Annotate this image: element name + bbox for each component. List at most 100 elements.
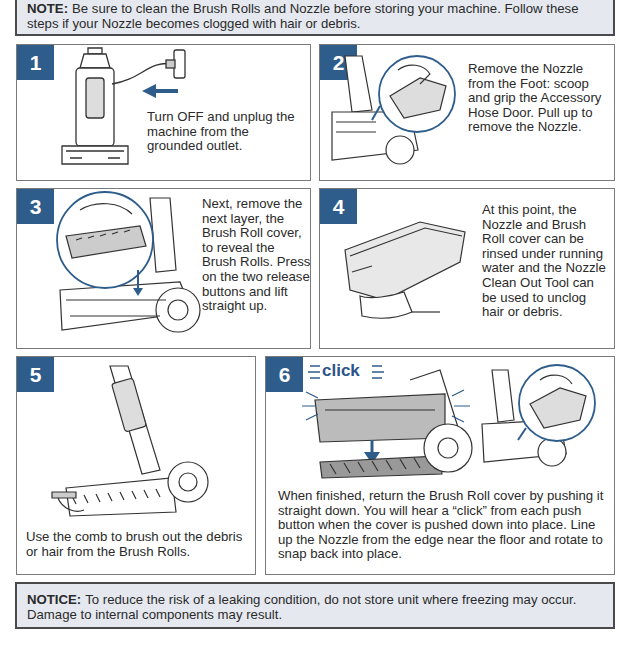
vacuum-brush-cover — [60, 282, 192, 330]
note-box: NOTE:Be sure to clean the Brush Rolls an… — [15, 0, 615, 36]
cover-install — [424, 424, 472, 472]
note-heading: NOTE: — [27, 1, 68, 16]
vacuum-nozzle-snap — [492, 370, 514, 422]
vacuum-nozzle-snap — [482, 365, 595, 466]
arrow-symbol — [142, 84, 156, 98]
vacuum-nozzle-removal — [390, 78, 446, 118]
vacuum-comb — [168, 462, 208, 502]
vacuum-brush-cover — [76, 230, 130, 240]
vacuum-nozzle-snap — [540, 375, 572, 384]
step-panel: When finished, return the Brush Roll cov… — [265, 356, 615, 575]
vacuum-comb — [66, 478, 176, 516]
vacuum-nozzle-snap — [482, 420, 566, 462]
step-number: 1 — [17, 45, 54, 80]
step-text: Use the comb to brush out the debris or … — [26, 530, 254, 559]
nozzle-part — [345, 222, 465, 300]
step-text: Next, remove the next layer, the Brush R… — [202, 197, 312, 314]
cover-install — [302, 390, 470, 422]
vacuum-brush-cover — [57, 192, 153, 288]
body-text: To reduce the risk of a leaking conditio… — [27, 592, 576, 622]
step-number: 4 — [320, 189, 357, 224]
body-text: 1 — [30, 51, 42, 75]
vacuum-brush-cover — [133, 288, 143, 296]
vacuum-comb — [52, 366, 208, 516]
vacuum-nozzle-removal — [332, 112, 418, 160]
vacuum-comb — [179, 473, 197, 491]
vacuum-brush-cover — [150, 198, 176, 272]
vacuum-nozzle-snap — [519, 365, 595, 441]
cover-install — [325, 409, 435, 410]
vacuum-brush-cover — [80, 204, 132, 214]
nozzle-part — [350, 228, 462, 256]
vacuum-unplug — [66, 151, 124, 158]
vacuum-comb — [112, 378, 147, 432]
note-box: NOTICE:To reduce the risk of a leaking c… — [15, 582, 615, 629]
cover-install — [371, 440, 374, 456]
vacuum-nozzle-removal — [372, 106, 380, 120]
vacuum-nozzle-removal — [336, 122, 376, 132]
vacuum-nozzle-snap — [530, 388, 586, 428]
step-text: Remove the Nozzle from the Foot: scoop a… — [468, 62, 606, 135]
nozzle-part — [412, 311, 440, 312]
step-panel: At this point, the Nozzle and Brush Roll… — [319, 188, 615, 349]
vacuum-nozzle-removal — [379, 56, 455, 132]
body-text: 6 — [279, 363, 291, 387]
cover-install — [302, 366, 472, 478]
step-number: 5 — [17, 357, 54, 392]
cover-install — [330, 458, 420, 474]
step-number: 6 — [266, 357, 303, 392]
step-panel: Remove the Nozzle from the Foot: scoop a… — [319, 44, 615, 181]
vacuum-nozzle-snap — [518, 428, 526, 440]
vacuum-unplug — [174, 50, 185, 78]
nozzle-part — [352, 266, 372, 272]
vacuum-nozzle-removal — [398, 65, 430, 84]
vacuum-comb — [110, 366, 160, 474]
body-text: 5 — [30, 363, 42, 387]
cover-install — [410, 370, 462, 440]
vacuum-unplug — [88, 48, 102, 54]
sound-label: click — [322, 361, 360, 381]
vacuum-brush-cover — [66, 300, 166, 316]
vacuum-brush-cover — [168, 300, 188, 320]
vacuum-unplug — [112, 63, 172, 84]
vacuum-comb — [72, 489, 160, 504]
vacuum-unplug — [80, 54, 110, 68]
cover-install — [308, 366, 384, 378]
step-panel: Use the comb to brush out the debris or … — [16, 356, 256, 575]
nozzle-part — [360, 292, 412, 318]
vacuum-nozzle-removal — [345, 56, 372, 112]
arrow-symbol — [142, 84, 178, 98]
cover-install — [364, 452, 380, 464]
cover-install — [320, 456, 442, 478]
vacuum-brush-cover — [57, 192, 200, 332]
step-number: 3 — [17, 189, 54, 224]
note-heading: NOTICE: — [27, 592, 81, 607]
vacuum-unplug — [86, 78, 104, 118]
cover-install — [438, 438, 458, 458]
vacuum-nozzle-removal — [332, 56, 455, 164]
body-text: Be sure to clean the Brush Rolls and Noz… — [27, 1, 579, 31]
body-text: 4 — [333, 195, 345, 219]
step-panel: Turn OFF and unplug the machine from the… — [16, 44, 311, 181]
vacuum-unplug — [62, 146, 128, 164]
vacuum-nozzle-snap — [538, 438, 566, 466]
nozzle-part — [345, 222, 465, 318]
body-text: 2 — [333, 51, 345, 75]
vacuum-comb — [52, 492, 76, 498]
vacuum-brush-cover — [156, 288, 200, 332]
step-number: 2 — [320, 45, 357, 80]
step-text: Turn OFF and unplug the machine from the… — [147, 110, 299, 154]
vacuum-brush-cover — [137, 270, 139, 292]
cover-install — [315, 394, 445, 442]
vacuum-unplug — [62, 48, 185, 164]
arrow-symbol — [154, 89, 178, 93]
vacuum-brush-cover — [66, 226, 146, 258]
step-text: At this point, the Nozzle and Brush Roll… — [482, 203, 610, 320]
vacuum-unplug — [166, 60, 175, 68]
body-text: 3 — [30, 195, 42, 219]
vacuum-comb — [58, 498, 84, 511]
vacuum-unplug — [76, 68, 114, 146]
vacuum-nozzle-removal — [386, 136, 414, 164]
